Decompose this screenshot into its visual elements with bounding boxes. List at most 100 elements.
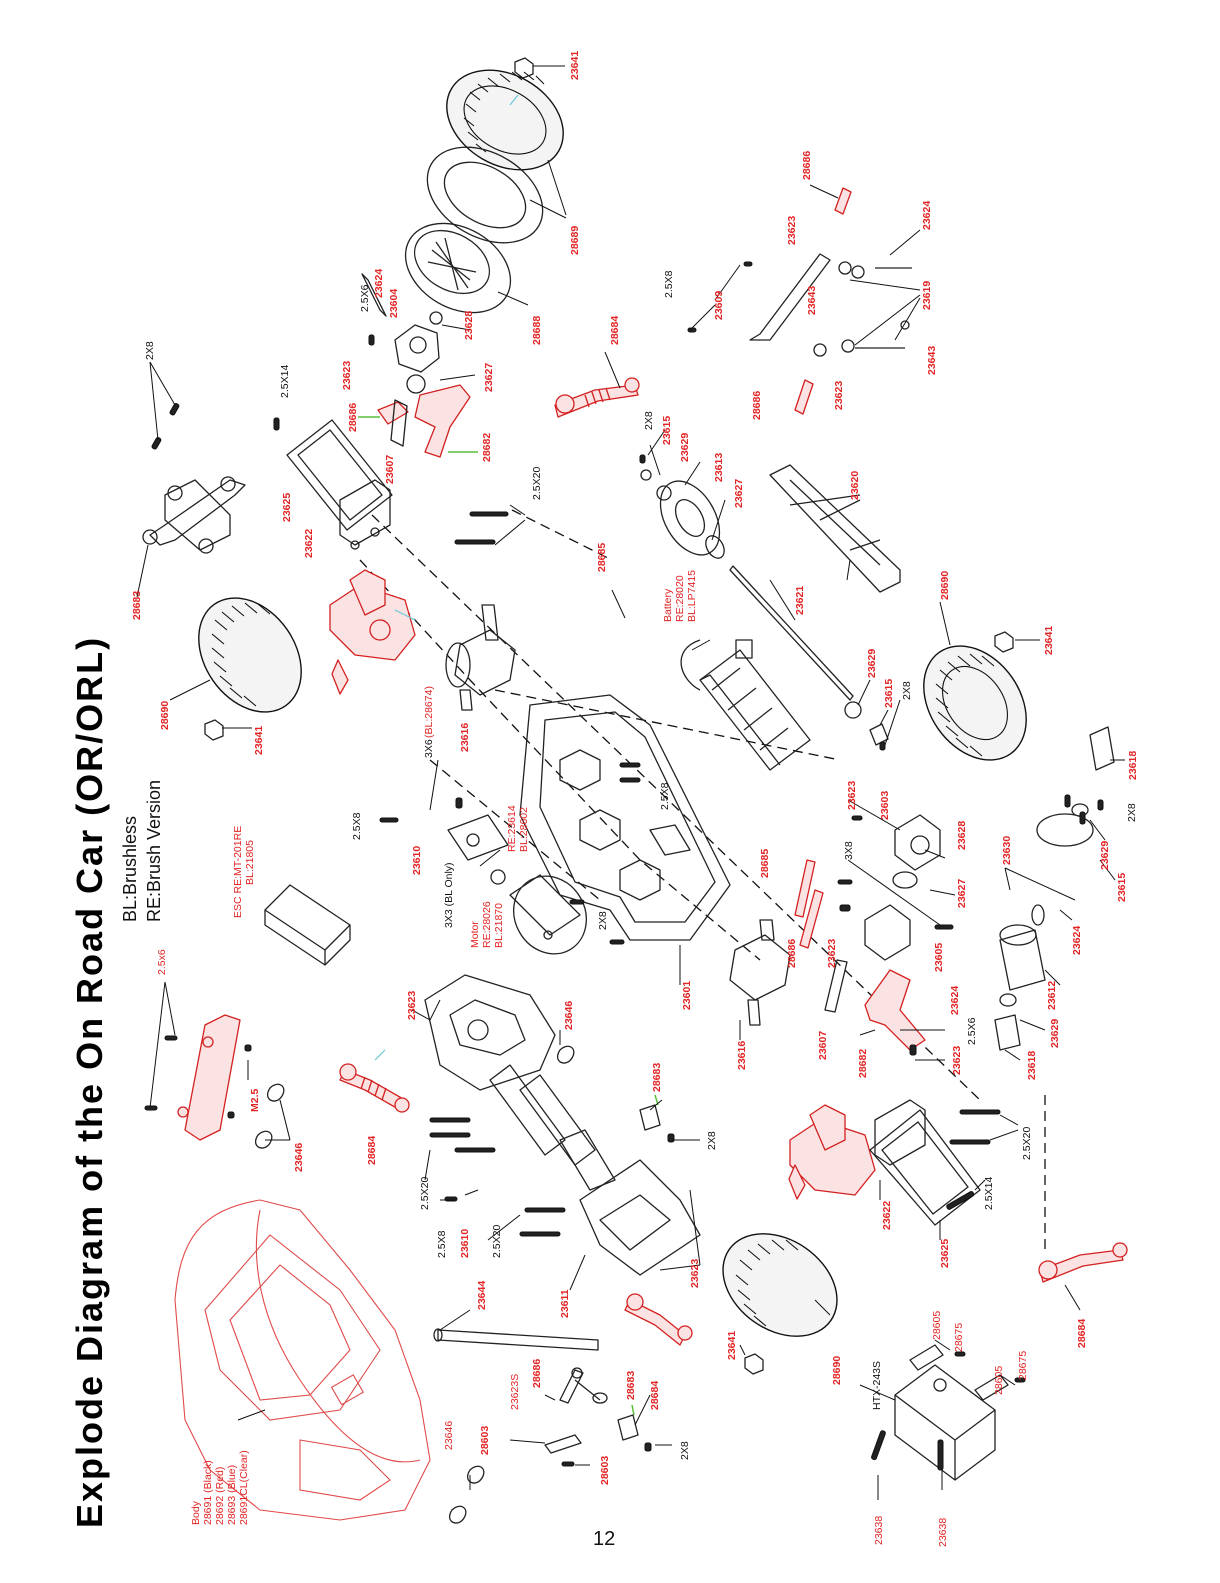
front-gearbox-red [788,1104,876,1200]
callout-23625-low: 23625 [939,1239,951,1268]
rear-axle-cvd [390,399,408,447]
component-labels: Body 28691 (Black) 28692 (Red) 28693 (Bl… [190,570,883,1525]
label-battery: Battery [662,588,674,622]
callout-23615-top: 23615 [661,416,673,445]
front-bumper-red [177,1014,241,1141]
wheel-nut-top [514,57,565,79]
callout-23613: 23613 [713,453,725,482]
steering-links-red-lower [794,859,824,949]
leader-lines [136,159,1125,1500]
turnbuckle-lower [559,1367,608,1404]
part-number-callouts: 23641 28689 28688 28684 28686 23624 2362… [131,51,1139,1547]
rear-shock-red-right [1038,1242,1128,1283]
size-2x8-right: 2X8 [1126,803,1138,822]
callout-23612: 23612 [1046,981,1058,1010]
esc-unit [264,884,351,966]
motor [509,874,587,955]
callout-23641-left: 23641 [253,726,265,755]
callout-28686-top: 28686 [801,151,813,180]
callout-28684-low: 28684 [649,1381,661,1410]
label-body-red: 28692 (Red) [214,1467,226,1525]
body-shell-red [174,1199,431,1521]
servo-horn-parts [909,1344,1009,1401]
size-2-5x20-lower: 2.5X20 [491,1225,503,1258]
servo-saver-lower [544,1434,582,1454]
callout-23630: 23630 [1001,836,1013,865]
front-lower-arm-red [864,969,926,1051]
size-2-5x6-bumper: 2.5x6 [156,949,168,975]
callout-23623-top-left: 23623 [341,361,353,390]
steering-linkage [749,187,912,415]
wheel-nut-left [204,719,224,741]
callout-23622-low: 23622 [881,1201,893,1230]
wheel-nut-right [994,631,1014,653]
callout-23629-mid: 23629 [866,649,878,678]
center-drive-shaft [729,565,889,746]
callout-23623-left: 23623 [406,991,418,1020]
page-title: Explode Diagram of the On Road Car (OR/O… [69,636,110,1528]
size-2-5x20-right: 2.5X20 [1021,1127,1033,1160]
label-body-blue: 28693 (Blue) [226,1465,238,1525]
callout-28605-b: 28605 [993,1366,1005,1395]
front-hub-carrier [864,814,941,961]
callout-28689: 28689 [569,226,581,255]
callout-23615-right: 23615 [1116,873,1128,902]
callout-23619: 23619 [921,281,933,310]
front-body-mount-frame [869,1099,981,1226]
callout-23616-top: 23616 [459,723,471,752]
callout-23646-mid: 23646 [563,1001,575,1030]
size-2-5x14-right: 2.5X14 [983,1177,995,1210]
callout-28686-left: 28686 [347,403,359,432]
size-m2-5: M2.5 [249,1088,261,1112]
callout-23623-mid-right: 23623 [833,381,845,410]
callout-23641-right: 23641 [1043,626,1055,655]
rear-differential [445,604,516,711]
screws [144,261,1104,1471]
callout-23616-low: 23616 [736,1041,748,1070]
size-2-5x8-left: 2.5X8 [436,1230,448,1258]
label-servo: HTX-243S [871,1361,883,1410]
callout-28684-top: 28684 [609,316,621,345]
label-3x6: 3X6 [423,739,435,758]
size-2-5x8-chassis: 2.5X8 [659,782,671,810]
label-motor-re: RE:28026 [481,901,493,948]
callout-28683-mid: 28683 [651,1063,663,1092]
label-body-black: 28691 (Black) [202,1460,214,1525]
battery-pack [680,639,811,771]
motor-mount [447,814,509,861]
callout-28683-top: 28683 [131,591,143,620]
callout-23609: 23609 [713,291,725,320]
callout-23610-low: 23610 [459,1229,471,1258]
legend-brushless: BL:Brushless [120,816,140,922]
callout-28690-left: 28690 [159,701,171,730]
label-3x6-bl: (BL:28674) [423,686,435,738]
size-2-5x20-left: 2.5X20 [419,1177,431,1210]
callout-23643-b: 23643 [926,346,938,375]
size-2x8-spur: 2X8 [643,411,655,430]
front-shock-red-center [624,1293,693,1346]
callout-23641-top: 23641 [569,51,581,80]
callout-28688: 28688 [531,316,543,345]
rear-gearbox-red [329,569,416,695]
callout-23627-mid2: 23627 [956,879,968,908]
callout-28682-low: 28682 [857,1049,869,1078]
front-tire-lower [722,1233,838,1337]
callout-23622-top: 23622 [303,529,315,558]
callout-23644: 23644 [476,1281,488,1310]
callout-23624-top: 23624 [373,269,385,298]
callout-28685-top: 28685 [596,543,608,572]
callout-28603-a: 28603 [479,1426,491,1455]
callout-28682-top: 28682 [481,433,493,462]
ball-studs [617,1094,661,1441]
callout-23629-low: 23629 [1049,1019,1061,1048]
callout-28684-right: 28684 [1076,1319,1088,1348]
callout-23625-top: 23625 [281,493,293,522]
rear-hub-carrier [361,273,443,394]
front-bulkhead [424,974,556,1091]
callout-23610-top: 23610 [411,846,423,875]
callout-28690-right: 28690 [939,571,951,600]
callout-23618-top: 23618 [1127,751,1139,780]
callout-23624-low: 23624 [1071,926,1083,955]
rear-shock-red [554,377,640,418]
callout-23629-top: 23629 [679,433,691,462]
